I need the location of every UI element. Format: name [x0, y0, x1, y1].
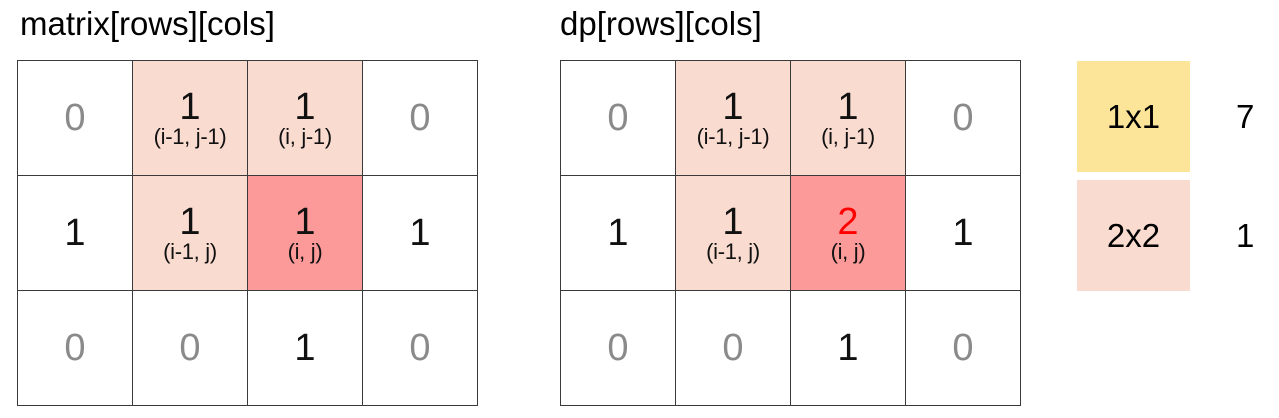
matrix-cell: 1(i, j) — [247, 175, 363, 291]
dp-cell-index-label: (i, j-1) — [821, 124, 875, 149]
legend-2x2-label: 2x2 — [1106, 216, 1161, 254]
dp-row: 0 0 1 0 — [560, 290, 1021, 406]
dp-cell-index-label: (i-1, j-1) — [696, 124, 770, 149]
matrix-cell-value: 0 — [64, 97, 86, 139]
dp-cell: 0 — [675, 290, 791, 406]
matrix-cell-value: 1 — [294, 86, 316, 128]
matrix-cell: 0 — [17, 60, 133, 176]
matrix-title: matrix[rows][cols] — [20, 5, 275, 42]
matrix-cell: 1 — [247, 290, 363, 406]
dp-cell-value: 1 — [837, 86, 859, 128]
matrix-cell: 0 — [132, 290, 248, 406]
dp-cell: 1(i-1, j-1) — [675, 60, 791, 176]
dp-cell-value: 1 — [722, 86, 744, 128]
matrix-cell: 1(i-1, j-1) — [132, 60, 248, 176]
matrix-cell-value: 1 — [294, 201, 316, 243]
matrix-cell-value: 0 — [64, 327, 86, 369]
dp-cell: 0 — [560, 60, 676, 176]
dp-cell-value: 0 — [607, 97, 629, 139]
matrix-cell-index-label: (i-1, j-1) — [153, 124, 227, 149]
dp-cell-value: 1 — [722, 201, 744, 243]
matrix-cell-value: 0 — [409, 327, 431, 369]
matrix-cell: 1 — [362, 175, 478, 291]
matrix-cell: 0 — [17, 290, 133, 406]
dp-cell: 1(i-1, j) — [675, 175, 791, 291]
legend-1x1-swatch: 1x1 — [1077, 61, 1190, 172]
dp-cell: 1(i, j-1) — [790, 60, 906, 176]
matrix-cell-value: 1 — [179, 201, 201, 243]
matrix-cell: 0 — [362, 290, 478, 406]
dp-cell-value: 0 — [952, 327, 974, 369]
matrix-cell-value: 1 — [294, 327, 316, 369]
matrix-cell: 0 — [362, 60, 478, 176]
dp-cell: 0 — [905, 60, 1021, 176]
legend-2x2-count: 1 — [1236, 217, 1255, 254]
dp-cell-value: 0 — [722, 327, 744, 369]
legend-1x1-count: 7 — [1236, 98, 1255, 135]
matrix-cell: 1(i-1, j) — [132, 175, 248, 291]
matrix-cell: 1 — [17, 175, 133, 291]
matrix-cell-value: 1 — [409, 212, 431, 254]
legend-2x2-swatch: 2x2 — [1077, 180, 1190, 291]
matrix-cell-index-label: (i, j) — [287, 239, 323, 264]
dp-cell-value: 1 — [837, 327, 859, 369]
dp-cell: 0 — [560, 290, 676, 406]
matrix-cell-value: 1 — [179, 86, 201, 128]
dp-cell-index-label: (i, j) — [830, 239, 866, 264]
dp-cell: 0 — [905, 290, 1021, 406]
dp-cell-value: 2 — [837, 201, 859, 243]
dp-cell: 2(i, j) — [790, 175, 906, 291]
dp-cell-value: 1 — [607, 212, 629, 254]
matrix-cell-value: 0 — [179, 327, 201, 369]
matrix-cell-index-label: (i-1, j) — [163, 239, 217, 264]
matrix-row: 0 0 1 0 — [17, 290, 478, 406]
matrix-cell: 1(i, j-1) — [247, 60, 363, 176]
dp-cell-value: 1 — [952, 212, 974, 254]
dp-cell-value: 0 — [952, 97, 974, 139]
dp-cell: 1 — [560, 175, 676, 291]
dp-cell: 1 — [905, 175, 1021, 291]
dp-title: dp[rows][cols] — [560, 5, 762, 42]
matrix-cell-value: 0 — [409, 97, 431, 139]
legend-1x1-label: 1x1 — [1106, 97, 1161, 135]
dp-cell: 1 — [790, 290, 906, 406]
dp-cell-value: 0 — [607, 327, 629, 369]
matrix-cell-index-label: (i, j-1) — [278, 124, 332, 149]
dp-cell-index-label: (i-1, j) — [706, 239, 760, 264]
matrix-cell-value: 1 — [64, 212, 86, 254]
